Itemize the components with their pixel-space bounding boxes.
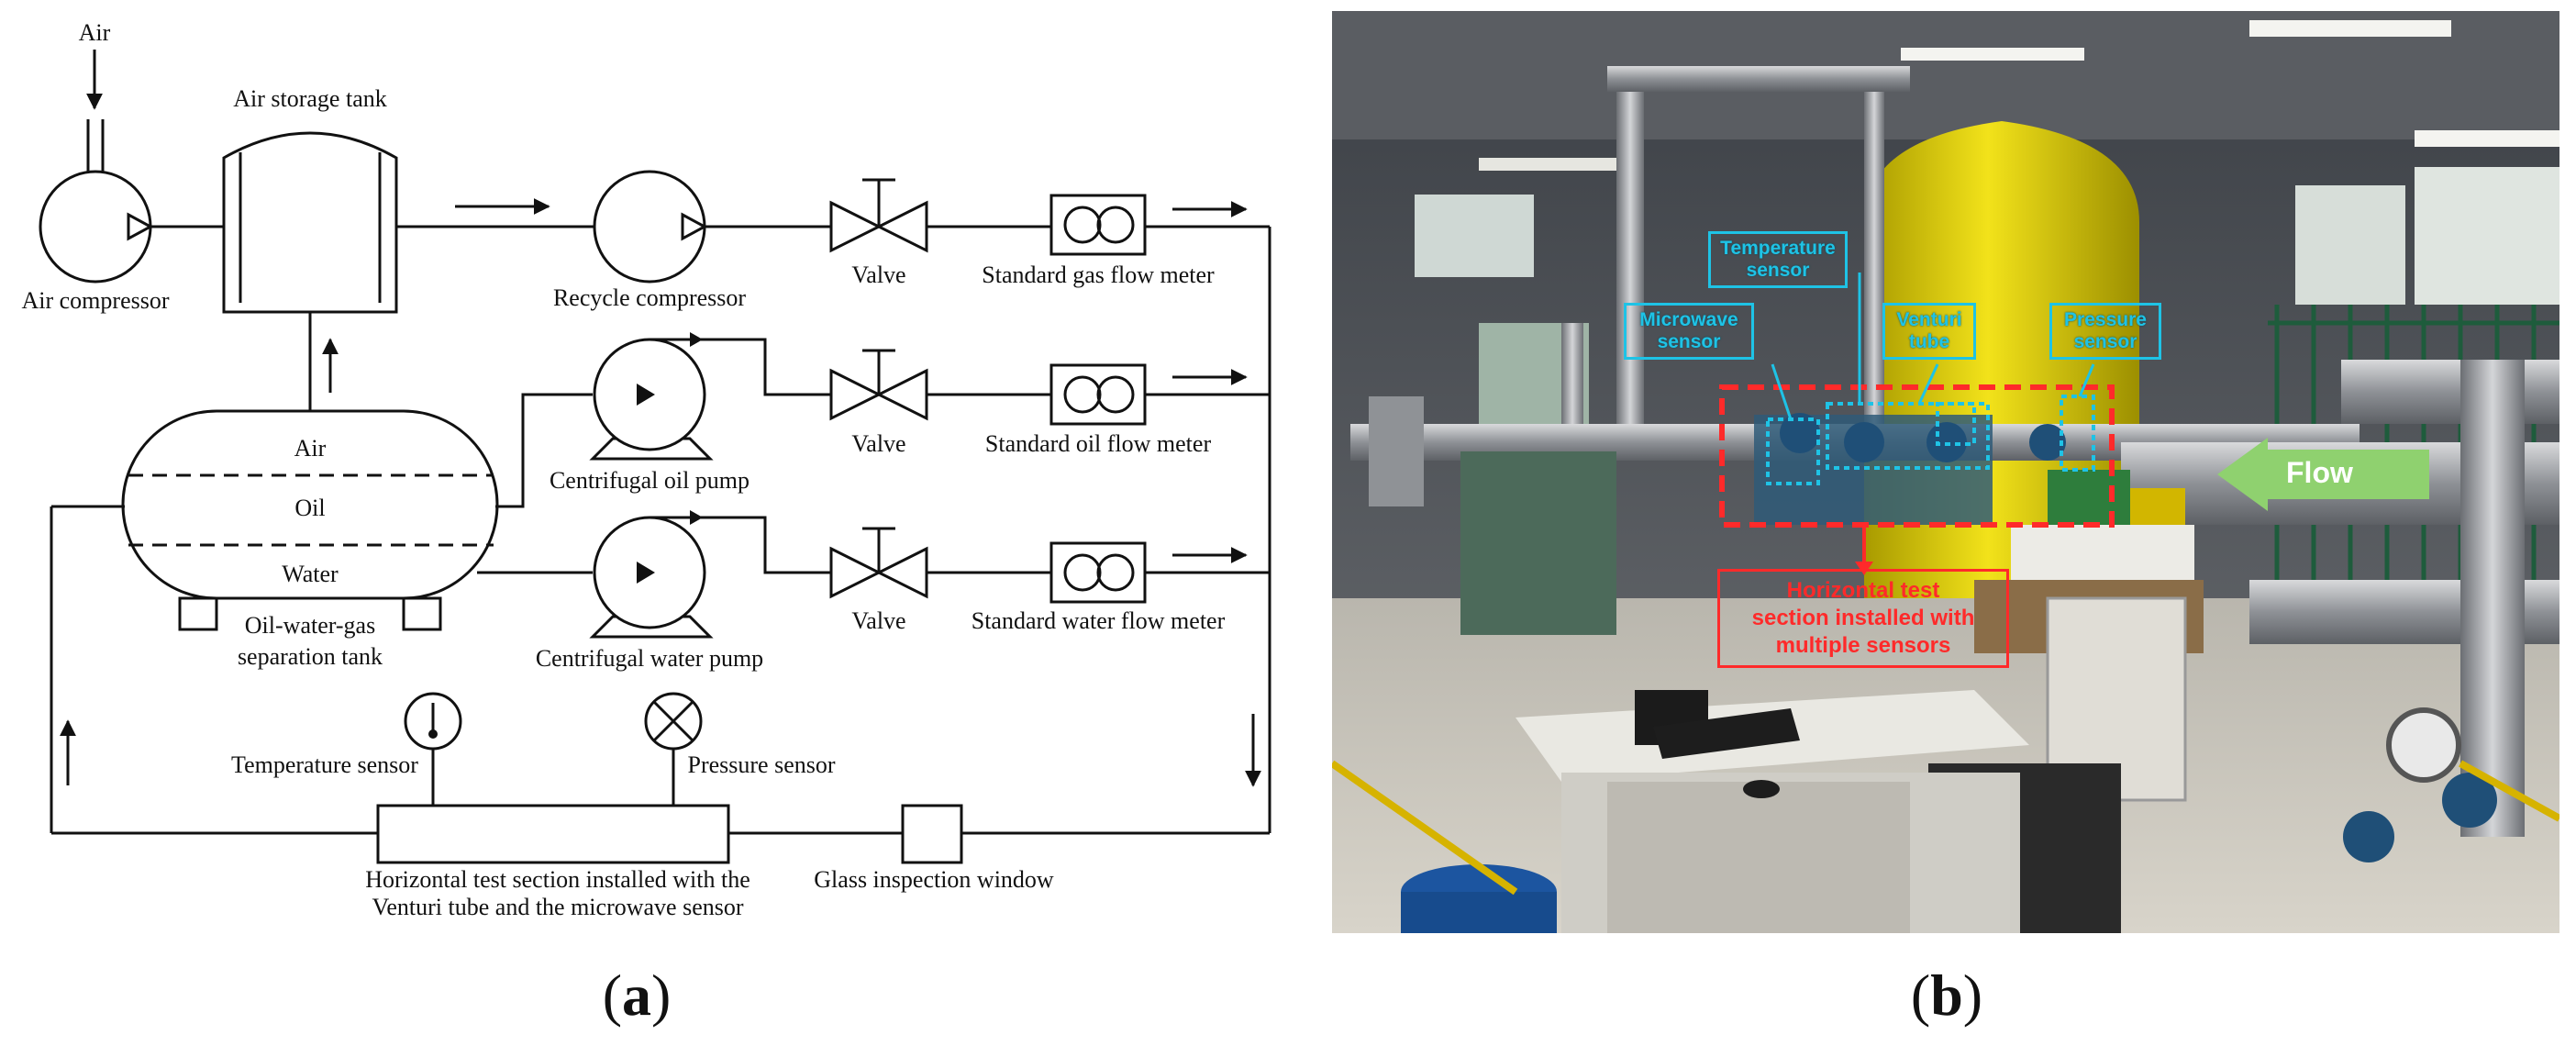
separator-water-label: Water	[282, 561, 339, 587]
flow-arrow-icon	[2217, 438, 2429, 511]
air-storage-tank-label: Air storage tank	[233, 85, 387, 112]
photo-scene	[1332, 11, 2559, 933]
glass-inspection-window-icon	[901, 804, 963, 864]
air-inlet-label: Air	[79, 19, 111, 46]
gas-flow-meter-icon	[1049, 194, 1147, 256]
water-flow-meter-icon	[1049, 541, 1147, 604]
test-rig-photograph: Temperature sensor Microwave sensor Vent…	[1332, 11, 2559, 933]
air-compressor-label: Air compressor	[21, 287, 169, 314]
panel-b-label-open: (	[1910, 963, 1931, 1028]
gas-flow-meter-label: Standard gas flow meter	[982, 262, 1215, 288]
water-valve-label: Valve	[851, 607, 905, 634]
pressure-sensor-callout-line1: Pressure	[2064, 309, 2147, 330]
recycle-compressor-label: Recycle compressor	[553, 284, 746, 311]
panel-a-label-letter: a	[622, 963, 651, 1028]
recycle-compressor-icon	[593, 170, 708, 284]
temperature-sensor-icon	[404, 692, 462, 806]
pressure-sensor-icon	[644, 692, 703, 806]
temperature-sensor-callout-line2: sensor	[1746, 260, 1810, 281]
microwave-sensor-callout-line1: Microwave	[1639, 309, 1738, 330]
gas-valve-icon	[829, 178, 928, 253]
separation-tank-icon	[121, 409, 499, 631]
flow-label: Flow	[2286, 456, 2353, 489]
process-flow-schematic: Air Air compressor Air storage tank Recy…	[21, 19, 1271, 920]
centrifugal-water-pump-icon	[589, 516, 714, 639]
microwave-sensor-callout-line2: sensor	[1657, 331, 1721, 352]
test-section-callout-line3: multiple sensors	[1775, 633, 1951, 658]
air-storage-tank-icon	[222, 131, 398, 314]
glass-inspection-window-label: Glass inspection window	[814, 866, 1054, 893]
oil-valve-icon	[829, 349, 928, 421]
microwave-sensor-callout: Microwave sensor	[1624, 303, 1754, 360]
pressure-sensor-callout: Pressure sensor	[2049, 303, 2161, 360]
panel-a-label-close: )	[651, 963, 672, 1028]
panel-b-label-letter: b	[1930, 963, 1963, 1028]
centrifugal-oil-pump-icon	[589, 338, 714, 461]
gas-valve-label: Valve	[851, 262, 905, 288]
oil-valve-label: Valve	[851, 430, 905, 457]
horizontal-test-section-icon	[376, 804, 730, 864]
test-section-callout: Horizontal test section installed with m…	[1717, 569, 2009, 668]
centrifugal-water-pump-label: Centrifugal water pump	[536, 645, 763, 672]
temperature-sensor-label: Temperature sensor	[231, 751, 418, 778]
water-valve-icon	[829, 527, 928, 599]
venturi-tube-callout-line1: Venturi	[1896, 309, 1962, 330]
separator-oil-label: Oil	[294, 495, 325, 521]
pressure-sensor-label: Pressure sensor	[687, 751, 835, 778]
oil-flow-meter-label: Standard oil flow meter	[985, 430, 1212, 457]
test-section-callout-line1: Horizontal test	[1786, 578, 1940, 603]
water-flow-meter-label: Standard water flow meter	[972, 607, 1226, 634]
separator-air-label: Air	[294, 435, 327, 462]
test-section-label-1: Horizontal test section installed with t…	[365, 866, 750, 893]
panel-b-label: (b)	[1855, 962, 2038, 1029]
temperature-sensor-callout-line1: Temperature	[1720, 238, 1836, 259]
venturi-tube-callout: Venturi tube	[1882, 303, 1976, 360]
pressure-sensor-callout-line2: sensor	[2073, 331, 2137, 352]
oil-flow-meter-icon	[1049, 363, 1147, 426]
temperature-sensor-callout: Temperature sensor	[1708, 231, 1848, 288]
panel-b-label-close: )	[1962, 963, 1983, 1028]
separation-tank-label-2: separation tank	[238, 643, 383, 670]
panel-a-label: (a)	[545, 962, 728, 1029]
centrifugal-oil-pump-label: Centrifugal oil pump	[550, 467, 749, 494]
separation-tank-label-1: Oil-water-gas	[245, 612, 375, 639]
panel-a-label-open: (	[602, 963, 622, 1028]
test-section-label-2: Venturi tube and the microwave sensor	[372, 894, 743, 920]
air-compressor-icon	[39, 170, 154, 284]
test-section-callout-line2: section installed with	[1751, 606, 1975, 630]
venturi-tube-callout-line2: tube	[1908, 331, 1950, 352]
